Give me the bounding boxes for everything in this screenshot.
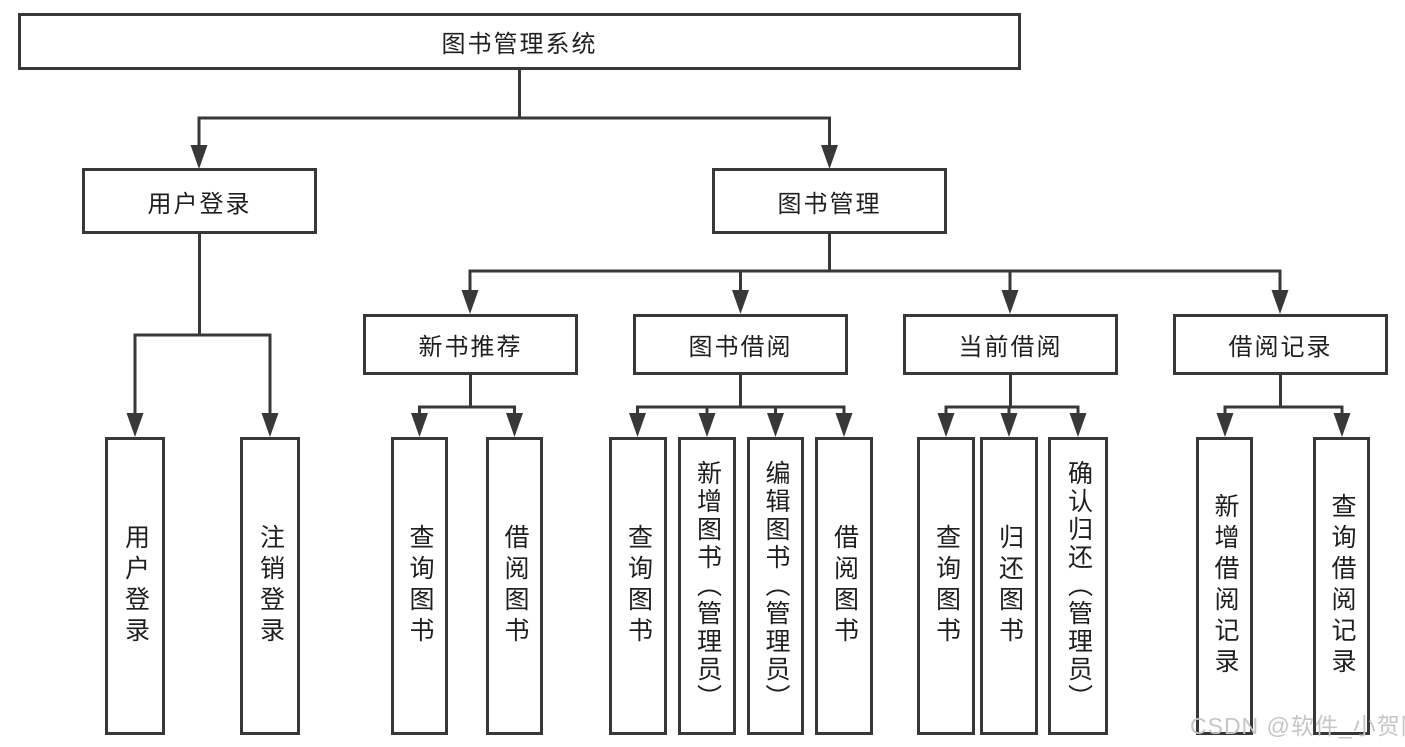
node-label: 查询图书	[624, 524, 653, 648]
node-label: 借阅图书	[830, 524, 859, 648]
node-label: 新增借阅记录	[1211, 493, 1239, 679]
node-edit-book-admin: 编辑图书（管理员）	[747, 437, 804, 735]
node-label: 查询图书	[406, 524, 434, 648]
node-label: 编辑图书（管理员）	[762, 460, 790, 712]
node-label: 借阅记录	[1228, 334, 1333, 361]
node-user-login: 用户登录	[82, 168, 317, 234]
csdn-watermark: CSDN @软件_小贺同学	[1190, 713, 1405, 739]
node-user-login-leaf: 用户登录	[105, 437, 165, 735]
node-borrow-books-recommend: 借阅图书	[486, 437, 543, 735]
node-query-borrow-record: 查询借阅记录	[1313, 437, 1370, 735]
node-book-borrowing: 图书借阅	[633, 314, 848, 375]
node-label: 查询借阅记录	[1328, 493, 1356, 679]
node-label: 当前借阅	[958, 334, 1063, 361]
connector-lines	[133, 68, 1344, 415]
node-add-borrow-record: 新增借阅记录	[1196, 437, 1253, 735]
node-label: 新书推荐	[418, 334, 523, 361]
node-query-books-current: 查询图书	[917, 437, 975, 735]
node-label: 图书管理	[777, 190, 882, 218]
node-label: 用户登录	[147, 190, 252, 218]
node-new-book-recommend: 新书推荐	[363, 314, 578, 375]
node-label: 用户登录	[121, 524, 150, 648]
node-borrowing-records: 借阅记录	[1173, 314, 1388, 375]
node-label: 确认归还（管理员）	[1064, 460, 1093, 712]
node-label: 图书管理系统	[441, 31, 598, 58]
node-confirm-return-admin: 确认归还（管理员）	[1048, 437, 1108, 735]
node-label: 借阅图书	[501, 524, 529, 648]
node-label: 归还图书	[995, 524, 1024, 648]
node-add-book-admin: 新增图书（管理员）	[678, 437, 736, 735]
node-borrow-books: 借阅图书	[815, 437, 873, 735]
node-query-books-borrow: 查询图书	[609, 437, 667, 735]
node-label: 新增图书（管理员）	[693, 460, 722, 712]
node-label: 查询图书	[932, 524, 961, 648]
connector-arrowheads	[126, 145, 1351, 437]
node-library-system: 图书管理系统	[18, 13, 1021, 70]
node-return-book: 归还图书	[980, 437, 1038, 735]
node-query-books-recommend: 查询图书	[391, 437, 448, 735]
node-logout: 注销登录	[240, 437, 300, 735]
node-current-borrowing: 当前借阅	[903, 314, 1118, 375]
node-label: 图书借阅	[688, 334, 793, 361]
node-book-management: 图书管理	[712, 168, 947, 234]
node-label: 注销登录	[256, 524, 285, 648]
